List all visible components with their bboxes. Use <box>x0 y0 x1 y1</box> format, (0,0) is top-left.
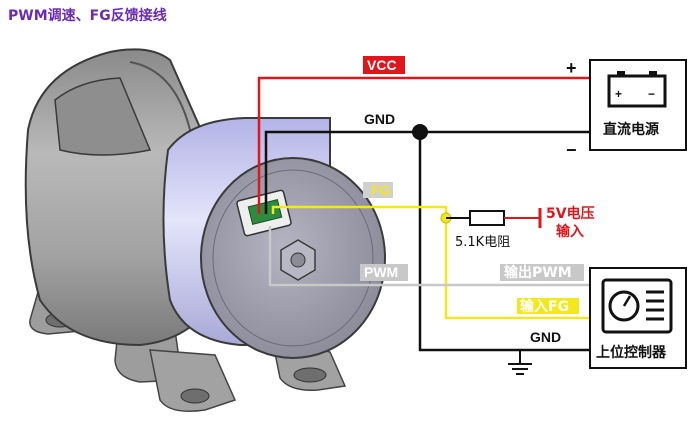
fg-label: FG <box>371 182 391 198</box>
vcc-label-bg <box>363 56 405 74</box>
power-supply-box: + − 直流电源 <box>589 59 687 151</box>
controller-box: 上位控制器 <box>589 267 687 369</box>
fg-wire <box>271 205 590 320</box>
motor-illustration <box>24 48 386 412</box>
fg-in-label-bg <box>517 298 579 314</box>
pwm-label: PWM <box>364 264 398 280</box>
pwm-out-label: 输出PWM <box>504 264 572 281</box>
gnd-wire-top <box>264 130 590 214</box>
pwm-wire <box>268 226 590 287</box>
gnd-bottom-label: GND <box>530 329 561 345</box>
ground-symbol-icon <box>508 350 532 375</box>
fg-label-bg <box>363 182 393 198</box>
controller-gauge-icon <box>601 278 673 334</box>
plus-sign: + <box>566 58 577 78</box>
page-title: PWM调速、FG反馈接线 <box>8 7 167 24</box>
power-supply-label: 直流电源 <box>603 121 659 138</box>
pullup-input-label: 输入 <box>556 223 584 240</box>
resistor-label: 5.1K电阻 <box>455 235 510 250</box>
battery-plus-label: + <box>615 87 622 101</box>
pullup-voltage-label: 5V电压 <box>546 205 595 222</box>
pwm-out-label-bg <box>500 264 584 281</box>
battery-minus-label: − <box>648 87 655 101</box>
pwm-label-bg <box>360 264 408 281</box>
gnd-wire-bottom <box>418 132 590 352</box>
battery-icon: + − <box>607 71 667 108</box>
vcc-wire <box>257 76 590 214</box>
controller-label: 上位控制器 <box>596 344 667 361</box>
resistor-body <box>469 210 505 226</box>
gnd-junction-dot <box>412 124 428 140</box>
minus-sign: − <box>566 140 577 160</box>
gnd-top-label: GND <box>364 111 395 127</box>
vcc-label: VCC <box>367 57 397 73</box>
fg-in-label: 输入FG <box>520 298 569 315</box>
